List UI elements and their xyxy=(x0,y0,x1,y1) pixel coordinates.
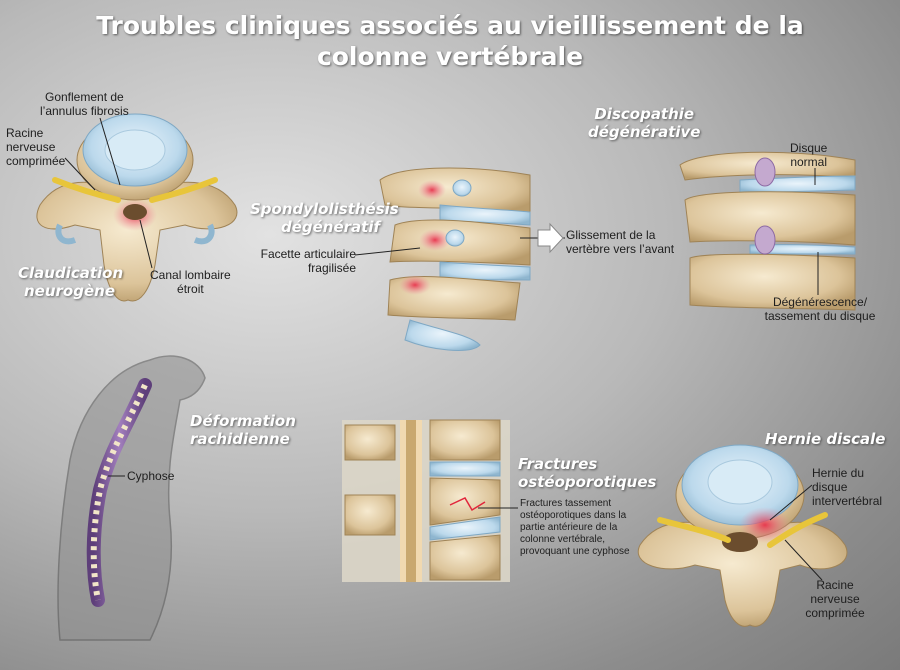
racine1-line-2: nerveuse xyxy=(6,140,56,154)
fractures-desc-line-3: partie antérieure de la xyxy=(520,522,618,533)
glissement-line-1: Glissement de la xyxy=(566,228,656,242)
racine2-line-3: comprimée xyxy=(805,606,865,620)
fractures-heading-line-1: Fractures xyxy=(518,455,598,473)
spondylo-heading: Spondylolisthésis dégénératif xyxy=(250,200,399,236)
cyphose-label: Cyphose xyxy=(127,469,175,483)
facette-line-1: Facette articulaire xyxy=(260,247,356,261)
osteoporotic-spine-drawing xyxy=(342,419,510,582)
hernie-label: Hernie du disque intervertébral xyxy=(812,466,882,508)
facette-line-2: fragilisée xyxy=(307,261,356,275)
racine1-line-1: Racine xyxy=(6,126,44,140)
hernie-heading: Hernie discale xyxy=(765,430,886,448)
leader-canal xyxy=(139,219,153,269)
claudication-vertebra-drawing xyxy=(36,113,238,302)
title-line-1: Troubles cliniques associés au vieilliss… xyxy=(96,11,804,40)
discopathie-heading-line-2: dégénérative xyxy=(588,123,701,141)
hernie-line-2: disque xyxy=(812,480,848,494)
spondylolisthesis-spine-drawing xyxy=(379,167,531,351)
racine2-line-2: nerveuse xyxy=(810,592,860,606)
fractures-description: Fractures tassement ostéoporotiques dans… xyxy=(520,498,630,558)
claudication-heading-line-2: neurogène xyxy=(24,282,115,300)
gonflement-line-1: Gonflement de xyxy=(45,90,124,104)
racine-label-2: Racine nerveuse comprimée xyxy=(790,578,880,620)
glissement-line-2: vertèbre vers l’avant xyxy=(566,242,675,256)
fractures-desc-line-2: ostéoporotiques dans la xyxy=(520,510,627,521)
facette-label: Facette articulaire fragilisée xyxy=(238,247,356,275)
kyphosis-body-drawing xyxy=(57,355,206,641)
degenerescence-line-2: tassement du disque xyxy=(764,309,876,323)
canal-line-2: étroit xyxy=(177,282,204,296)
canal-label: Canal lombaire étroit xyxy=(150,268,231,296)
racine1-line-3: comprimée xyxy=(6,154,66,168)
glissement-label: Glissement de la vertèbre vers l’avant xyxy=(566,228,674,256)
deformation-heading: Déformation rachidienne xyxy=(190,412,296,448)
fractures-desc-line-4: colonne vertébrale, xyxy=(520,534,606,545)
canal-line-1: Canal lombaire xyxy=(150,268,231,282)
leader-hernie xyxy=(769,484,813,521)
spondylo-heading-line-1: Spondylolisthésis xyxy=(250,200,399,218)
degenerescence-line-1: Dégénérescence/ xyxy=(772,295,868,309)
gonflement-label: Gonflement de l’annulus fibrosis xyxy=(40,90,129,118)
disque-normal-line-2: normal xyxy=(790,155,828,169)
racine2-line-1: Racine xyxy=(816,578,854,592)
fractures-heading: Fractures ostéoporotiques xyxy=(518,455,656,491)
claudication-heading-line-1: Claudication xyxy=(18,264,124,282)
deformation-heading-line-1: Déformation xyxy=(190,412,296,430)
leader-facette xyxy=(354,247,421,256)
disque-normal-label: Disque normal xyxy=(790,141,827,169)
leader-gonflement xyxy=(99,117,121,186)
racine-label-1: Racine nerveuse comprimée xyxy=(6,126,65,168)
degenerescence-label: Dégénérescence/ tassement du disque xyxy=(756,295,884,323)
deformation-heading-line-2: rachidienne xyxy=(190,430,290,448)
leader-racine-2 xyxy=(784,539,823,581)
discopathie-spine-drawing xyxy=(679,151,856,311)
gonflement-line-2: l’annulus fibrosis xyxy=(40,104,129,118)
hernie-line-1: Hernie du xyxy=(812,466,865,480)
leader-racine-1 xyxy=(64,157,96,191)
fractures-desc-line-1: Fractures tassement xyxy=(520,498,612,509)
fractures-desc-line-5: provoquant une cyphose xyxy=(520,546,630,557)
discopathie-heading: Discopathie dégénérative xyxy=(588,105,700,141)
disque-normal-line-1: Disque xyxy=(790,141,828,155)
fractures-heading-line-2: ostéoporotiques xyxy=(518,473,657,491)
claudication-heading: Claudication neurogène xyxy=(18,264,123,300)
slip-arrow-icon xyxy=(537,222,564,254)
spondylo-heading-line-2: dégénératif xyxy=(280,218,380,236)
discopathie-heading-line-1: Discopathie xyxy=(594,105,695,123)
page-title: Troubles cliniques associés au vieilliss… xyxy=(0,10,900,72)
hernie-line-3: intervertébral xyxy=(812,494,883,508)
title-line-2: colonne vertébrale xyxy=(316,42,584,71)
hernia-vertebra-drawing xyxy=(637,444,848,627)
